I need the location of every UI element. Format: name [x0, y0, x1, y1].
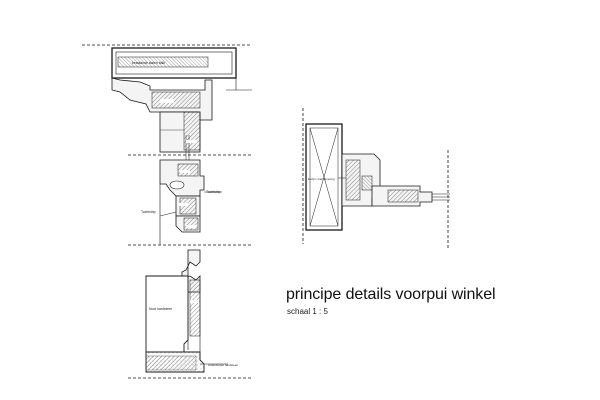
upper-frame: [111, 77, 213, 153]
leader-lines: [159, 191, 228, 365]
threshold: [145, 351, 205, 373]
label-onderdorpel: onderdorpel hardsteen: [208, 363, 239, 367]
stone-plinth: [145, 275, 189, 353]
drawing-scale: schaal 1 : 5: [287, 307, 328, 316]
vertical-section: [82, 44, 252, 379]
section-callouts: [160, 99, 199, 303]
glazing-bar: [371, 185, 450, 207]
label-steel-beam: bestaande stalen balk: [132, 61, 165, 65]
drawing-title: principe details voorpui winkel: [286, 286, 496, 303]
label-noot-hardsteen: Noot hardsteen: [149, 307, 172, 311]
label-tochtstrip-2: Tochtstrip: [141, 210, 156, 214]
steel-beam: [111, 47, 237, 79]
label-kozijn: kozijn / betimmering: [308, 177, 335, 181]
transom: [159, 159, 205, 245]
horizontal-section: [302, 108, 450, 248]
label-tochtstrip-1: Tochtstrip: [206, 190, 221, 194]
